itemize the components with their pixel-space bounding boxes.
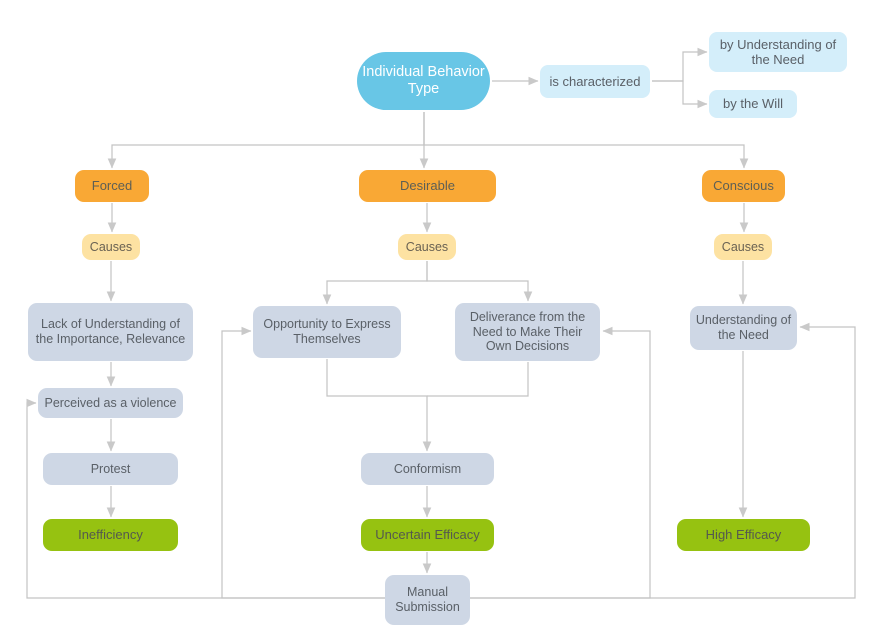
node-understanding-of-the-need[interactable]: Understanding of the Need [690,306,797,350]
node-forced[interactable]: Forced [75,170,149,202]
node-perceived-as-a-violence[interactable]: Perceived as a violence [38,388,183,418]
node-conformism[interactable]: Conformism [361,453,494,485]
node-opportunity-to-express[interactable]: Opportunity to Express Themselves [253,306,401,358]
node-high-efficacy[interactable]: High Efficacy [677,519,810,551]
node-conscious[interactable]: Conscious [702,170,785,202]
node-is-characterized[interactable]: is characterized [540,65,650,98]
node-desirable[interactable]: Desirable [359,170,496,202]
node-by-the-will[interactable]: by the Will [709,90,797,118]
node-inefficiency[interactable]: Inefficiency [43,519,178,551]
edge-group [26,47,856,599]
node-causes-desirable[interactable]: Causes [398,234,456,260]
node-individual-behavior-type[interactable]: Individual Behavior Type [357,52,490,110]
node-protest[interactable]: Protest [43,453,178,485]
node-deliverance-from-the-need[interactable]: Deliverance from the Need to Make Their … [455,303,600,361]
node-uncertain-efficacy[interactable]: Uncertain Efficacy [361,519,494,551]
node-by-understanding-of-the-need[interactable]: by Understanding of the Need [709,32,847,72]
node-causes-forced[interactable]: Causes [82,234,140,260]
node-lack-of-understanding[interactable]: Lack of Understanding of the Importance,… [28,303,193,361]
node-manual-submission[interactable]: Manual Submission [385,575,470,625]
node-causes-conscious[interactable]: Causes [714,234,772,260]
